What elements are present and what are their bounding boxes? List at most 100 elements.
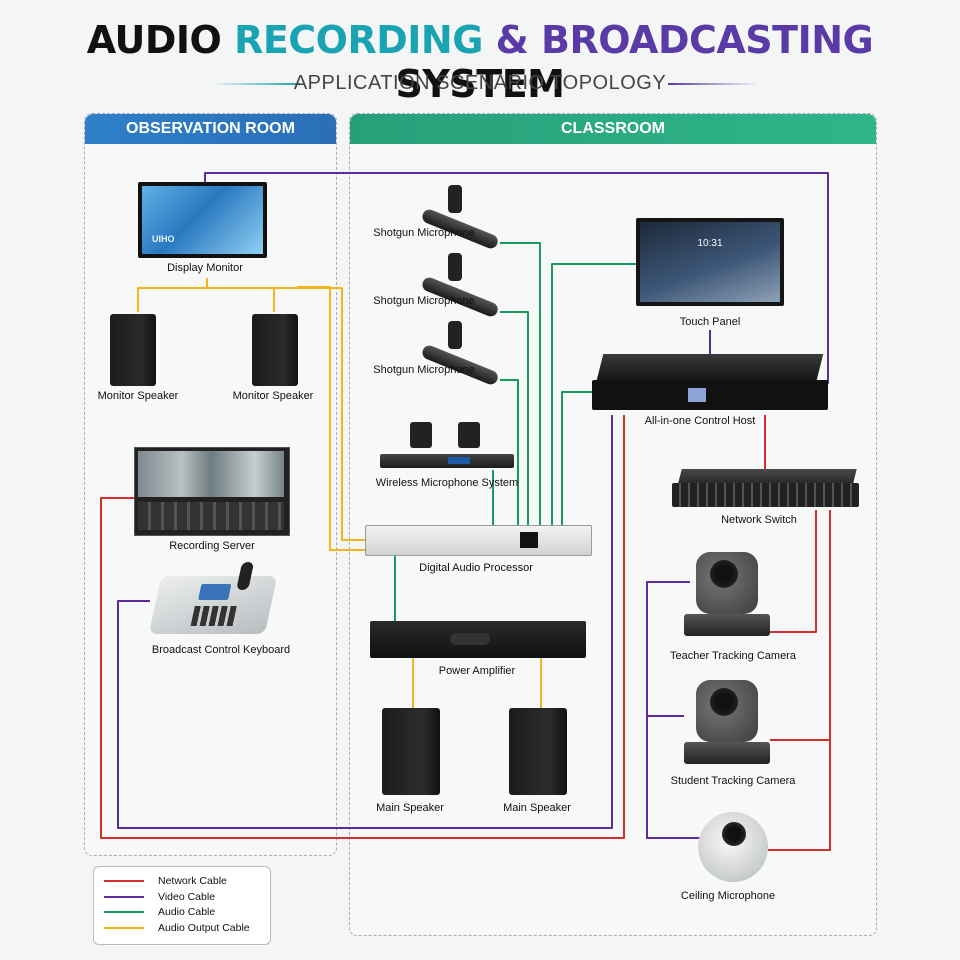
shotgun-microphone-1 bbox=[420, 185, 503, 255]
recording-server-label: Recording Server bbox=[169, 540, 255, 552]
touch-panel-label: Touch Panel bbox=[679, 316, 741, 328]
wireless-microphone-system bbox=[380, 402, 514, 470]
broadcast-keyboard-label: Broadcast Control Keyboard bbox=[151, 644, 291, 656]
keyboard-display bbox=[198, 584, 232, 600]
host-top bbox=[596, 354, 824, 380]
monitor-speaker-2 bbox=[252, 314, 298, 386]
video-cable-cameras bbox=[646, 581, 700, 839]
title-word-broadcasting: BROADCASTING bbox=[541, 18, 874, 62]
legend-audio-line bbox=[104, 911, 144, 913]
recording-server-controls bbox=[138, 502, 284, 530]
audio-cable-host bbox=[561, 391, 592, 525]
subtitle-line-right bbox=[668, 83, 758, 85]
network-cable-ceiling-mic bbox=[768, 740, 831, 851]
ceiling-mic-label: Ceiling Microphone bbox=[680, 890, 776, 902]
observation-room-header: OBSERVATION ROOM bbox=[85, 114, 336, 144]
shotgun-mic-1-label: Shotgun Microphone bbox=[373, 227, 475, 239]
display-monitor-logo: UIHO bbox=[152, 234, 175, 244]
display-monitor: UIHO bbox=[138, 182, 267, 258]
video-cable-keyboard bbox=[117, 415, 613, 829]
monitor-speaker-1-label: Monitor Speaker bbox=[97, 390, 179, 402]
network-switch bbox=[672, 469, 859, 509]
shotgun-microphone-3 bbox=[420, 321, 503, 391]
touch-panel-screen: 10:31 bbox=[640, 222, 780, 302]
recording-server bbox=[134, 447, 290, 536]
wireless-mic-label: Wireless Microphone System bbox=[375, 477, 519, 489]
subtitle: APPLICATION SCENARIO TOPOLOGY bbox=[293, 72, 667, 94]
title-word-recording: RECORDING bbox=[234, 18, 483, 62]
touch-panel: 10:31 bbox=[636, 218, 784, 306]
audio-cable-mic2 bbox=[500, 311, 529, 525]
digital-audio-processor-label: Digital Audio Processor bbox=[419, 562, 533, 574]
wireless-receiver bbox=[380, 454, 514, 468]
legend-video-line bbox=[104, 896, 144, 898]
display-monitor-screen: UIHO bbox=[142, 186, 263, 254]
teacher-camera-label: Teacher Tracking Camera bbox=[670, 650, 796, 662]
teacher-camera-base bbox=[684, 614, 770, 636]
network-cable-student-cam bbox=[770, 510, 831, 741]
shotgun-microphone-2 bbox=[420, 253, 503, 323]
legend-audio-label: Audio Cable bbox=[158, 906, 216, 918]
power-amplifier-label: Power Amplifier bbox=[438, 665, 516, 677]
student-camera-head bbox=[696, 680, 758, 742]
shotgun-mic-3-label: Shotgun Microphone bbox=[373, 364, 475, 376]
shotgun-mic-2-label: Shotgun Microphone bbox=[373, 295, 475, 307]
title-word-audio: AUDIO bbox=[86, 18, 222, 62]
switch-ports bbox=[672, 483, 859, 507]
legend-audio-output-line bbox=[104, 927, 144, 929]
legend-network-label: Network Cable bbox=[158, 875, 227, 887]
audio-cable-mic1 bbox=[500, 242, 541, 525]
audio-cable-touchpanel bbox=[551, 263, 636, 525]
broadcast-control-keyboard bbox=[148, 562, 278, 634]
touch-panel-clock: 10:31 bbox=[697, 238, 723, 249]
display-monitor-label: Display Monitor bbox=[167, 262, 243, 274]
cable-legend: Network Cable Video Cable Audio Cable Au… bbox=[93, 866, 271, 945]
legend-video-label: Video Cable bbox=[158, 891, 216, 903]
amp-knobs bbox=[450, 633, 490, 645]
audio-output-cable-monitor-speakers bbox=[137, 278, 275, 312]
host-front bbox=[592, 380, 828, 410]
monitor-speaker-1 bbox=[110, 314, 156, 386]
audio-output-cable-monitor-to-processor bbox=[207, 287, 365, 541]
main-speaker-2-label: Main Speaker bbox=[503, 802, 571, 814]
ceiling-microphone bbox=[698, 812, 768, 882]
shotgun-mic-1-mount bbox=[448, 185, 462, 213]
shotgun-mic-2-mount bbox=[448, 253, 462, 281]
ceiling-mic-lens bbox=[722, 822, 746, 846]
power-amplifier bbox=[370, 621, 586, 658]
teacher-tracking-camera bbox=[684, 552, 770, 638]
shotgun-mic-3-mount bbox=[448, 321, 462, 349]
student-camera-base bbox=[684, 742, 770, 764]
subtitle-line-left bbox=[210, 83, 300, 85]
legend-network: Network Cable bbox=[104, 875, 227, 887]
recording-server-screen bbox=[138, 451, 284, 497]
legend-audio-output-label: Audio Output Cable bbox=[158, 922, 250, 934]
wireless-bodypack-2 bbox=[458, 422, 480, 448]
teacher-camera-lens bbox=[710, 560, 738, 588]
main-speaker-1 bbox=[382, 708, 440, 795]
control-host-label: All-in-one Control Host bbox=[644, 415, 756, 427]
main-speaker-1-label: Main Speaker bbox=[376, 802, 444, 814]
keyboard-keys bbox=[190, 606, 239, 626]
legend-network-line bbox=[104, 880, 144, 882]
title-ampersand: & bbox=[495, 18, 529, 62]
student-camera-label: Student Tracking Camera bbox=[670, 775, 796, 787]
host-display bbox=[688, 388, 706, 402]
audio-output-cable-speakers-to-processor bbox=[297, 286, 365, 551]
main-speaker-2 bbox=[509, 708, 567, 795]
classroom-header: CLASSROOM bbox=[350, 114, 876, 144]
student-tracking-camera bbox=[684, 680, 770, 766]
network-switch-label: Network Switch bbox=[721, 514, 797, 526]
wireless-bodypack-1 bbox=[410, 422, 432, 448]
legend-audio: Audio Cable bbox=[104, 906, 215, 918]
processor-display bbox=[520, 532, 538, 548]
audio-output-cable-main-speakers bbox=[412, 658, 542, 708]
student-camera-lens bbox=[710, 688, 738, 716]
digital-audio-processor bbox=[365, 525, 592, 556]
wireless-receiver-display bbox=[448, 457, 470, 464]
monitor-speaker-2-label: Monitor Speaker bbox=[232, 390, 314, 402]
legend-video: Video Cable bbox=[104, 891, 215, 903]
switch-top bbox=[678, 469, 857, 483]
teacher-camera-head bbox=[696, 552, 758, 614]
